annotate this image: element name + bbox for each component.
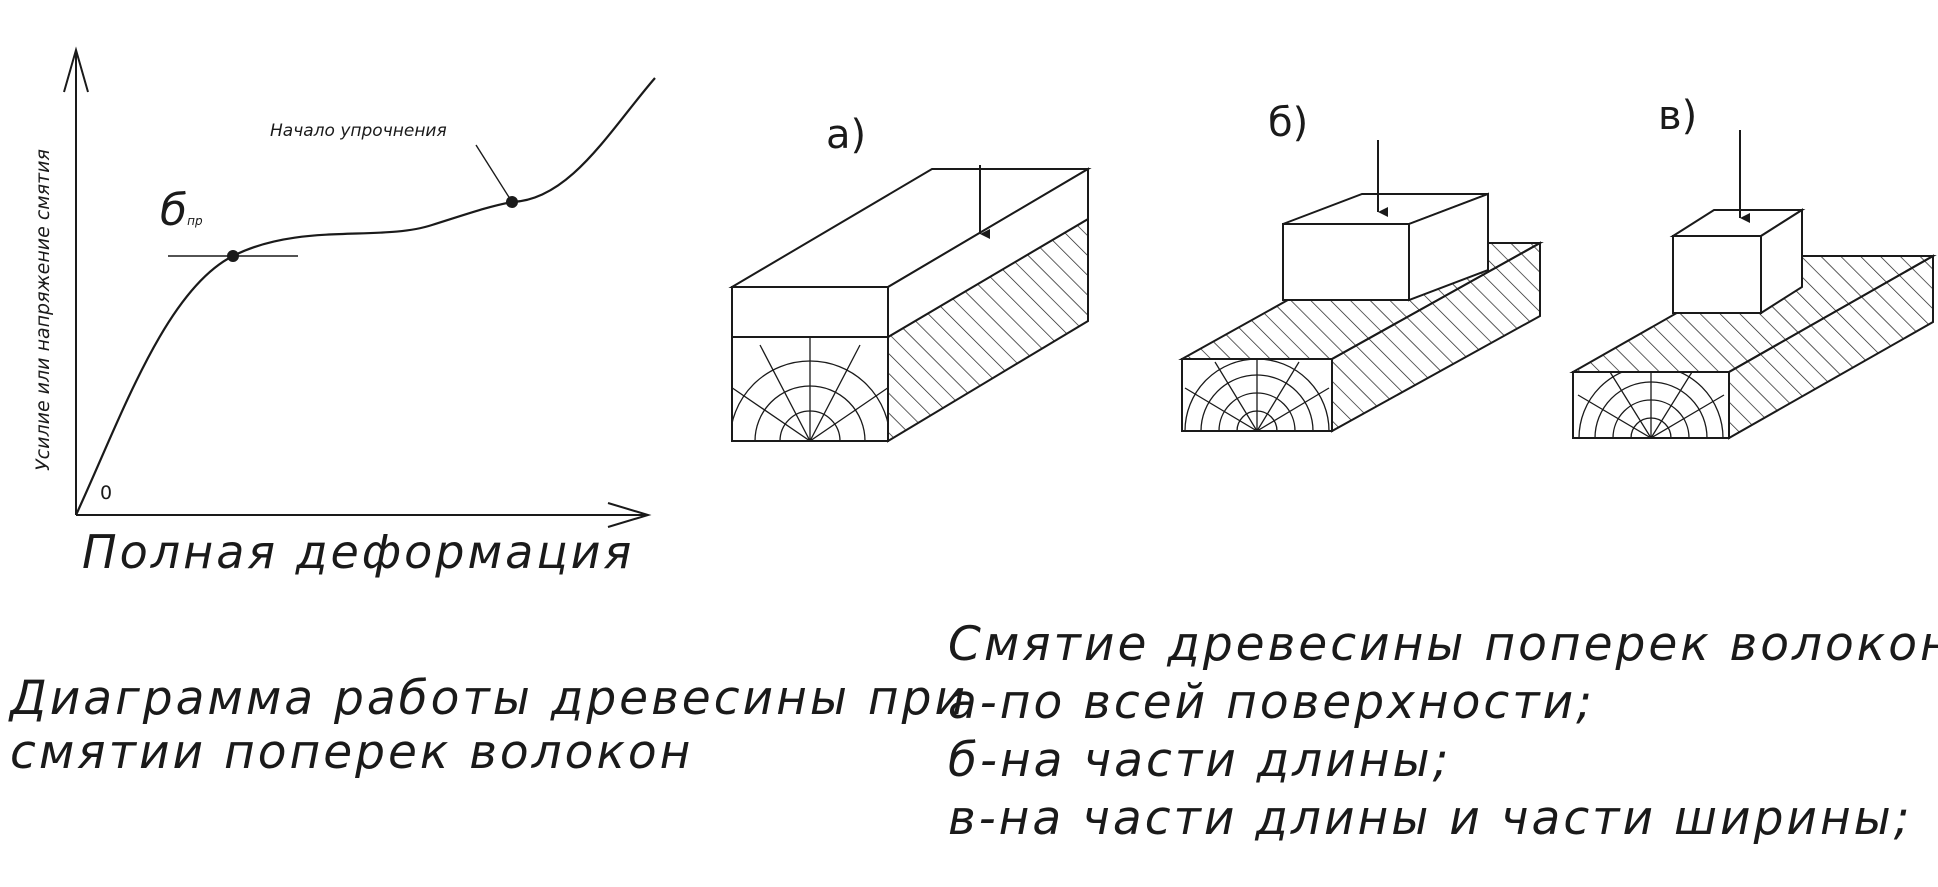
hardening-label: Начало упрочнения xyxy=(270,121,447,141)
graph-caption-line-2: смятии поперек волокон xyxy=(10,725,694,780)
x-axis-arrow xyxy=(607,502,652,528)
right-caption-title: Смятие древесины поперек волокон xyxy=(948,617,1938,672)
graph-caption-line-1: Диаграмма работы древесины при xyxy=(10,671,968,726)
view-v-label: в) xyxy=(1658,93,1698,139)
yield-subscript: пр xyxy=(187,214,203,228)
origin-label: 0 xyxy=(100,482,113,504)
hardening-leader xyxy=(475,144,513,203)
x-axis-label: Полная деформация xyxy=(82,525,635,579)
stress-curve xyxy=(75,77,656,516)
view-v-beam xyxy=(1569,130,1937,440)
view-b-beam xyxy=(1178,140,1544,433)
view-b-bearing-side xyxy=(1408,192,1489,302)
graph-caption: Диаграмма работы древесины при смятии по… xyxy=(10,672,968,780)
yield-point-label: бпр xyxy=(160,185,203,236)
yield-symbol: б xyxy=(160,185,188,236)
view-a-beam xyxy=(728,165,1092,443)
yield-point xyxy=(227,250,239,262)
view-v-bearing-side xyxy=(1760,208,1803,315)
y-axis-label: Усилие или напряжение смятия xyxy=(32,149,54,471)
y-axis-arrow xyxy=(63,46,89,93)
right-caption-line-a: а-по всей поверхности; xyxy=(948,675,1595,730)
right-caption-line-b: б-на части длины; xyxy=(948,733,1452,788)
view-v-bearing-front xyxy=(1672,235,1762,314)
right-caption: Смятие древесины поперек волокон а-по вс… xyxy=(948,616,1938,848)
right-caption-line-v: в-на части длины и части ширины; xyxy=(948,791,1913,846)
view-b-bearing-front xyxy=(1282,223,1410,301)
view-a-label: а) xyxy=(826,112,867,158)
stress-strain-graph xyxy=(63,46,656,528)
view-b-label: б) xyxy=(1268,100,1309,146)
